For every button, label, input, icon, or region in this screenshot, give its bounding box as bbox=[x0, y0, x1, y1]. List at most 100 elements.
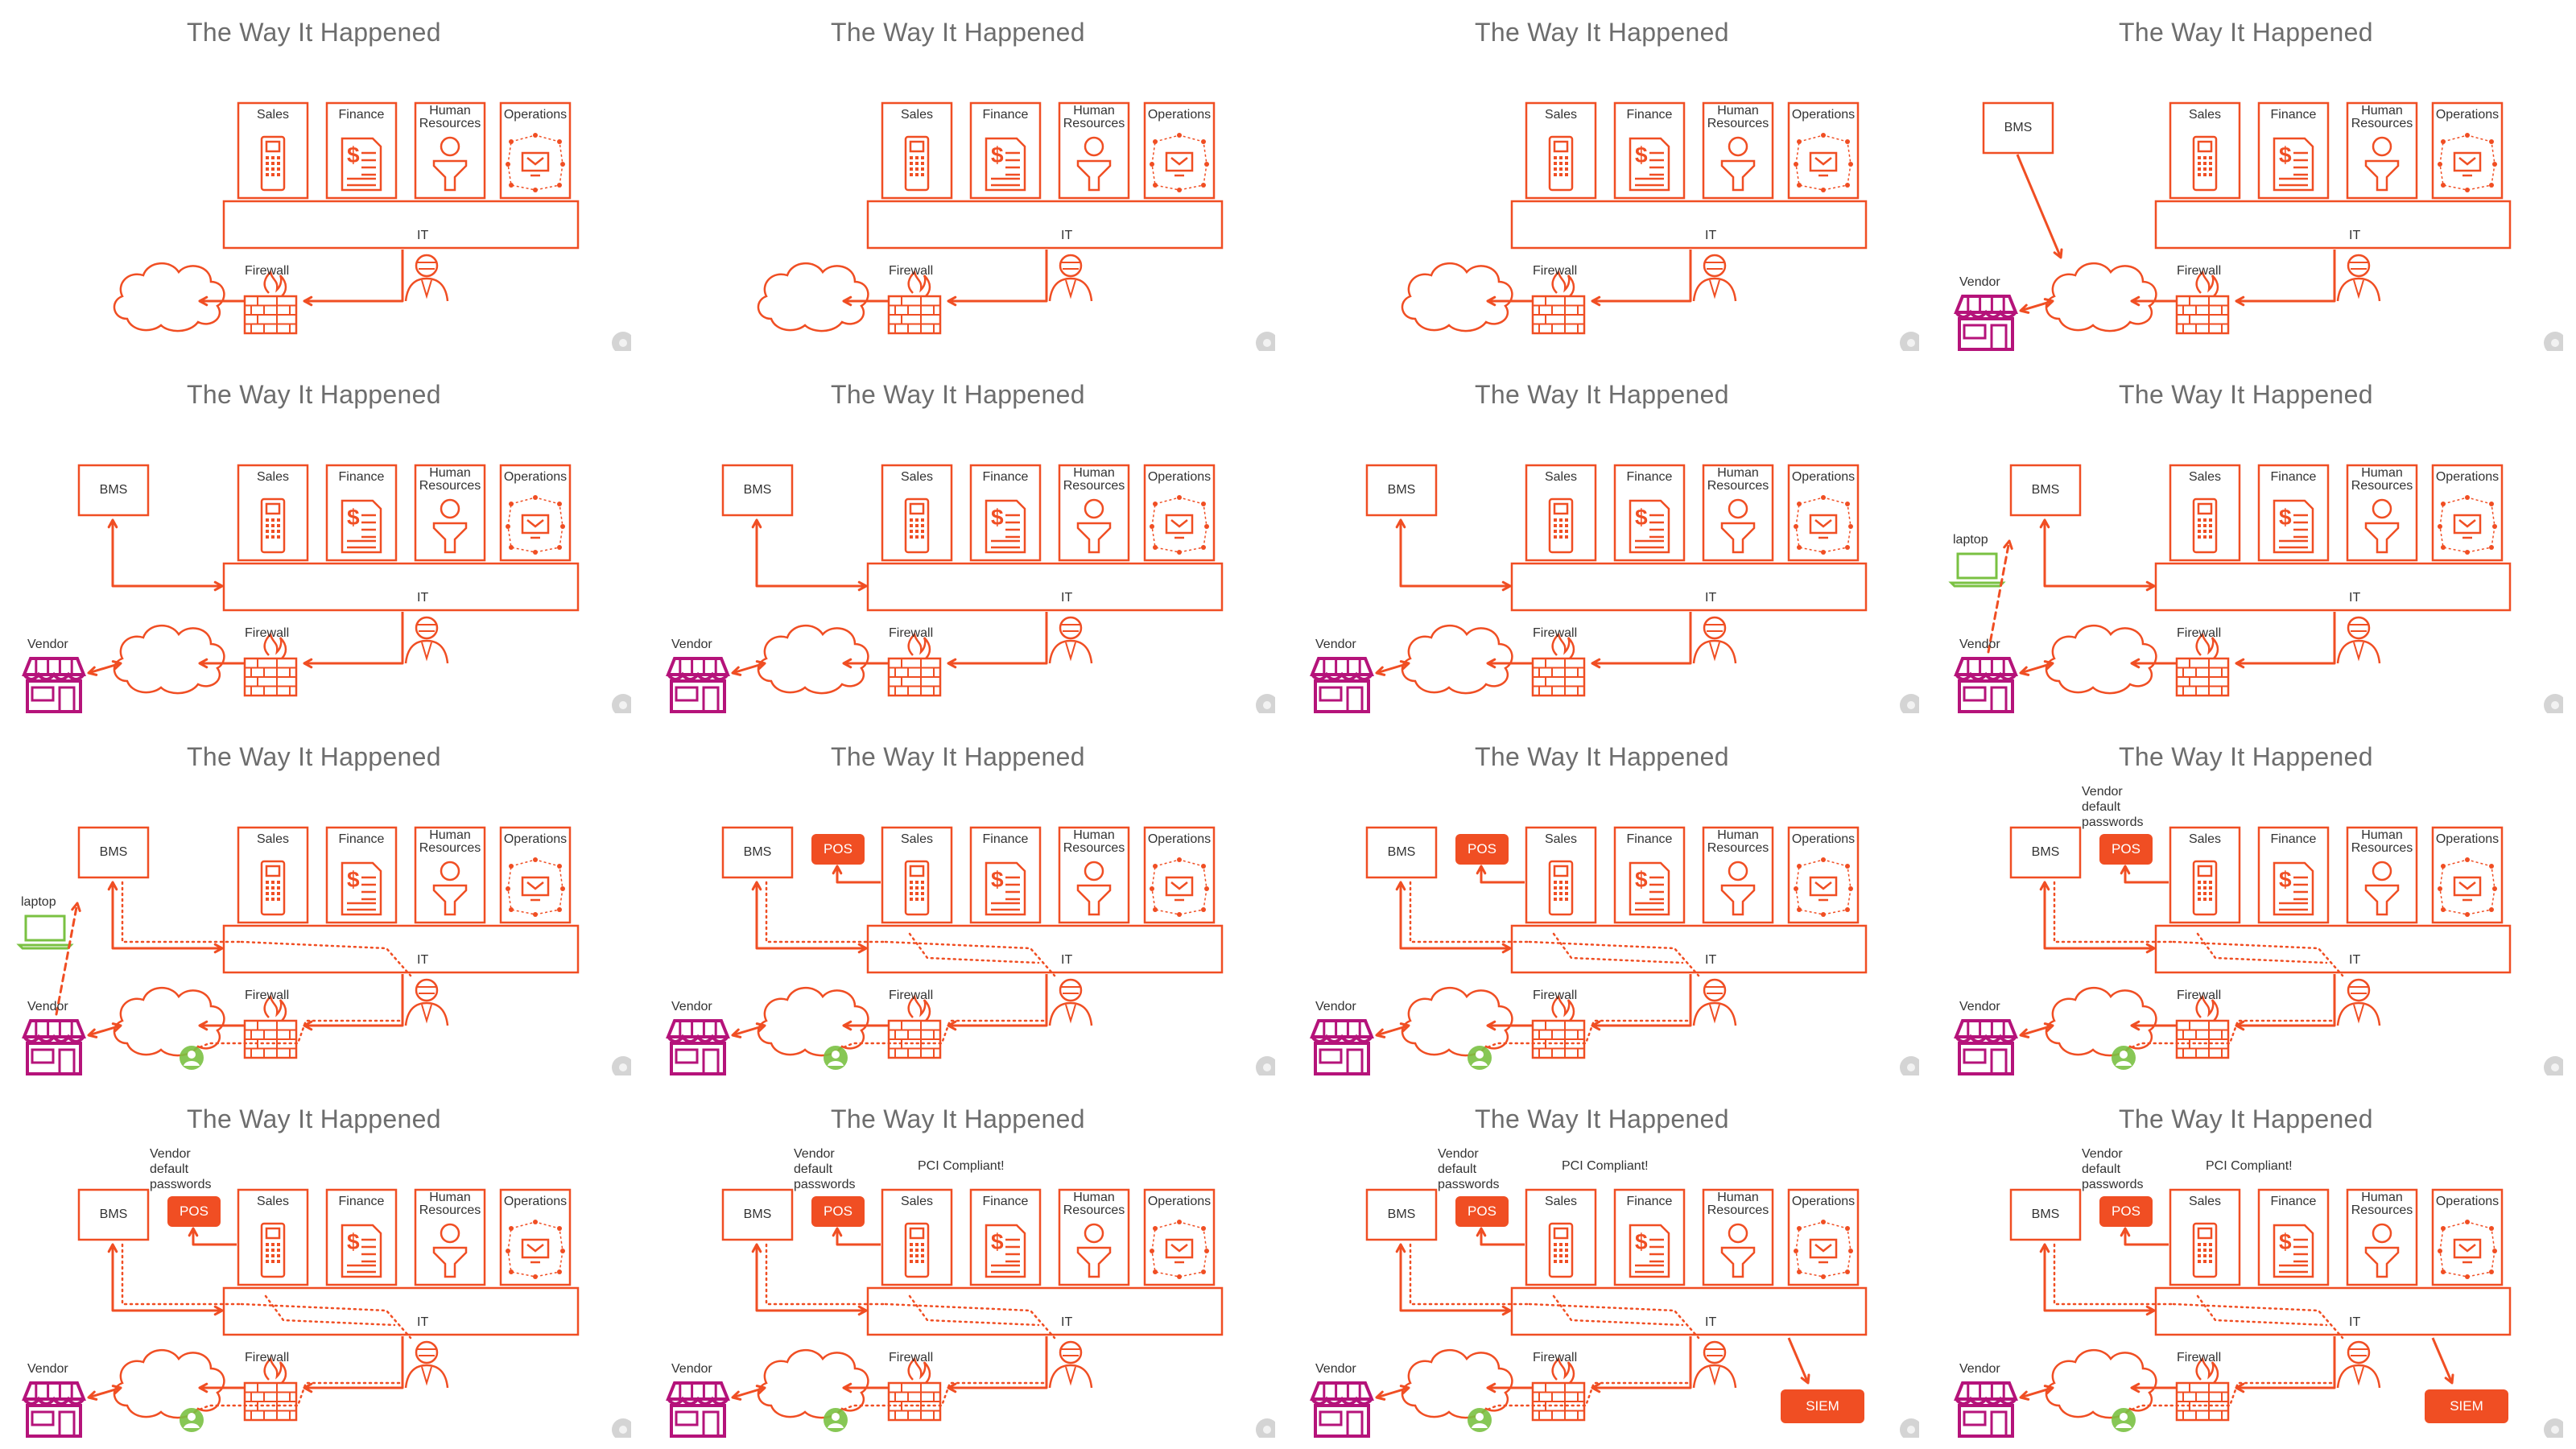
arrowhead bbox=[1486, 1382, 1496, 1393]
slide-nav-button[interactable] bbox=[612, 694, 631, 713]
dept-finance-box bbox=[1613, 101, 1686, 200]
arrowhead bbox=[2019, 1390, 2030, 1401]
it-box bbox=[2154, 200, 2512, 250]
attacker-icon bbox=[1468, 1408, 1492, 1432]
vendor-default-passwords-label: Vendor default passwords bbox=[150, 1147, 212, 1191]
it-label: IT bbox=[1705, 591, 1717, 605]
operations-label: Operations bbox=[503, 832, 568, 846]
slide-nav-button[interactable] bbox=[1256, 332, 1275, 351]
person-funnel-icon bbox=[432, 1223, 468, 1278]
arrowhead bbox=[198, 1382, 208, 1393]
vendor-storefront-icon bbox=[1954, 1381, 2018, 1438]
attack-path-firewall bbox=[832, 1381, 1045, 1415]
slide-nav-button[interactable] bbox=[1900, 694, 1919, 713]
vendor-storefront-icon bbox=[22, 657, 86, 713]
bms-box bbox=[1365, 464, 1438, 517]
slide-title: The Way It Happened bbox=[187, 380, 441, 409]
invoice-icon: $ bbox=[985, 137, 1026, 192]
diagram-canvas: $ bbox=[1954, 826, 2512, 1075]
attacker-icon bbox=[2112, 1046, 2136, 1070]
firewall-label: Firewall bbox=[1533, 626, 1578, 640]
sales-label: Sales bbox=[900, 108, 934, 122]
it-box bbox=[866, 1286, 1224, 1336]
vendor-storefront-icon bbox=[666, 1381, 730, 1438]
dept-operations-box bbox=[1787, 1188, 1860, 1286]
dept-sales-box bbox=[881, 464, 953, 562]
bms-box bbox=[721, 464, 794, 517]
slide-nav-button[interactable] bbox=[1256, 1418, 1275, 1438]
dept-finance-box bbox=[325, 826, 398, 924]
cloud-icon bbox=[2045, 624, 2157, 695]
arrowhead bbox=[2130, 658, 2140, 669]
slide-nav-button[interactable] bbox=[2544, 694, 2563, 713]
vendor-default-passwords-label: Vendor default passwords bbox=[2082, 785, 2144, 829]
dept-finance-box bbox=[1613, 1188, 1686, 1286]
slide-nav-button[interactable] bbox=[2544, 1056, 2563, 1075]
slide-nav-button[interactable] bbox=[612, 1418, 631, 1438]
slide-title: The Way It Happened bbox=[2119, 742, 2373, 771]
svg-text:$: $ bbox=[2279, 867, 2292, 892]
bms-box bbox=[77, 1188, 150, 1241]
bms-box bbox=[721, 1188, 794, 1241]
it-admin-icon bbox=[2336, 1340, 2381, 1389]
laptop-label: laptop bbox=[1953, 533, 1988, 547]
attacker-icon bbox=[824, 1046, 848, 1070]
dept-operations-box bbox=[1143, 464, 1216, 562]
arrowhead bbox=[751, 1243, 762, 1253]
slide-nav-button[interactable] bbox=[612, 332, 631, 351]
pci-compliant-label: PCI Compliant! bbox=[918, 1159, 1005, 1173]
dept-operations-box bbox=[2431, 464, 2504, 562]
slide-nav-button[interactable] bbox=[1900, 1056, 1919, 1075]
pos-terminal-icon bbox=[904, 135, 930, 192]
slide-nav-button[interactable] bbox=[2544, 1418, 2563, 1438]
vendor-storefront-icon bbox=[666, 657, 730, 713]
slide-nav-button[interactable] bbox=[1256, 1056, 1275, 1075]
person-funnel-icon bbox=[2364, 1223, 2400, 1278]
slide-nav-button[interactable] bbox=[1900, 332, 1919, 351]
dept-operations-box bbox=[2431, 826, 2504, 924]
hr-label: Human Resources bbox=[1707, 466, 1769, 493]
arrowhead bbox=[2019, 1028, 2030, 1038]
slide-nav-button[interactable] bbox=[612, 1056, 631, 1075]
diagram-canvas: $ bbox=[666, 1188, 1224, 1438]
dept-finance-box bbox=[969, 1188, 1042, 1286]
vendor-label: Vendor bbox=[27, 1362, 68, 1376]
svg-text:$: $ bbox=[347, 1229, 360, 1254]
attacker-icon bbox=[2112, 1408, 2136, 1432]
slide-title: The Way It Happened bbox=[2119, 380, 2373, 409]
dept-operations-box bbox=[499, 1188, 572, 1286]
bms-to-it-line bbox=[111, 520, 222, 588]
firewall-icon bbox=[2175, 1356, 2230, 1422]
network-monitor-icon bbox=[1794, 1220, 1853, 1279]
slide-nav-button[interactable] bbox=[1256, 694, 1275, 713]
slide-nav-button[interactable] bbox=[2544, 332, 2563, 351]
cloud-icon bbox=[1401, 1348, 1513, 1419]
vendor-cloud-line bbox=[1376, 662, 1410, 675]
arrowhead bbox=[1486, 1020, 1496, 1031]
firewall-label: Firewall bbox=[2177, 989, 2222, 1002]
slide-nav-button[interactable] bbox=[1900, 1418, 1919, 1438]
firewall-icon bbox=[243, 994, 298, 1059]
admin-to-firewall-line bbox=[948, 612, 1048, 665]
vendor-label: Vendor bbox=[1959, 638, 2000, 651]
arrowhead bbox=[303, 295, 313, 307]
dept-operations-box bbox=[1143, 826, 1216, 924]
operations-label: Operations bbox=[2435, 832, 2500, 846]
hr-label: Human Resources bbox=[2351, 104, 2413, 130]
